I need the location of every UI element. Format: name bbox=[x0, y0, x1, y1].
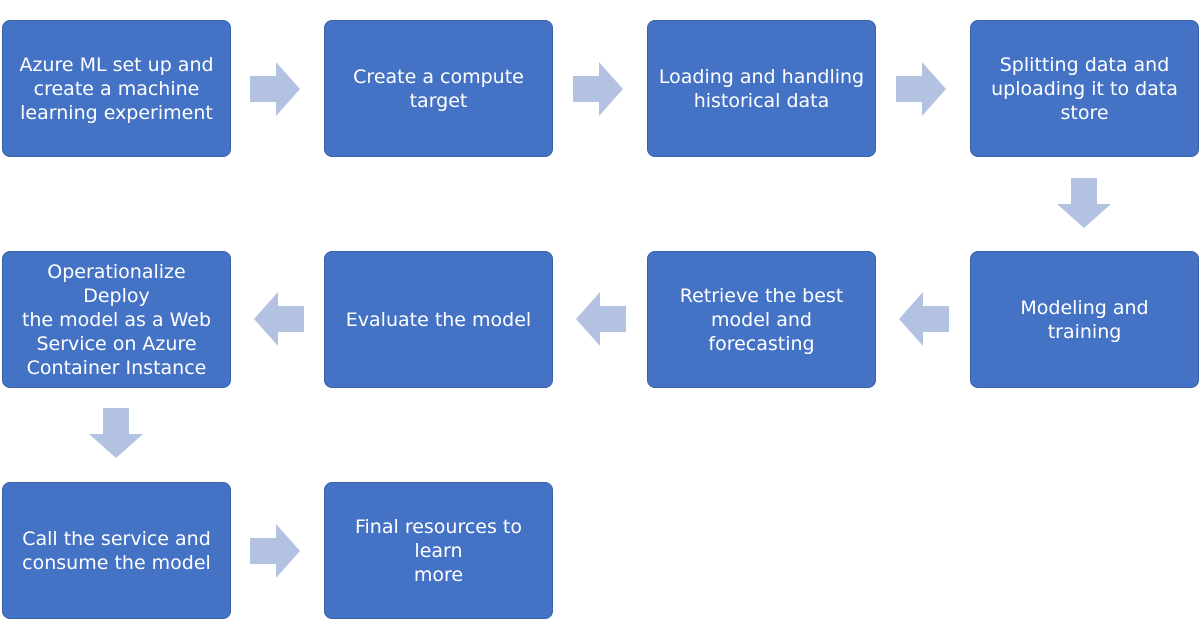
step-7-evaluate-model: Evaluate the model bbox=[324, 251, 553, 388]
step-9-label: Call the service and consume the model bbox=[22, 527, 211, 574]
arrow-right-icon bbox=[250, 524, 300, 578]
step-5-modeling-training: Modeling and training bbox=[970, 251, 1199, 388]
arrow-left-icon bbox=[899, 292, 949, 346]
step-8-label: Operationalize Deploy the model as a Web… bbox=[21, 260, 212, 379]
arrow-down-icon bbox=[89, 408, 143, 458]
arrow-left-icon bbox=[254, 292, 304, 346]
step-2-label: Create a compute target bbox=[353, 65, 524, 112]
step-5-label: Modeling and training bbox=[1020, 296, 1149, 343]
step-3-label: Loading and handling historical data bbox=[658, 65, 865, 112]
step-1-azure-ml-setup: Azure ML set up and create a machine lea… bbox=[2, 20, 231, 157]
step-10-label: Final resources to learn more bbox=[354, 515, 523, 586]
step-1-label: Azure ML set up and create a machine lea… bbox=[19, 53, 214, 124]
step-6-label: Retrieve the best model and forecasting bbox=[679, 284, 844, 355]
arrow-right-icon bbox=[573, 62, 623, 116]
step-7-label: Evaluate the model bbox=[345, 308, 532, 331]
step-3-load-data: Loading and handling historical data bbox=[647, 20, 876, 157]
arrow-down-icon bbox=[1057, 178, 1111, 228]
arrow-left-icon bbox=[576, 292, 626, 346]
step-4-label: Splitting data and uploading it to data … bbox=[991, 53, 1178, 124]
step-10-final-resources: Final resources to learn more bbox=[324, 482, 553, 619]
step-9-call-service: Call the service and consume the model bbox=[2, 482, 231, 619]
step-8-operationalize-deploy: Operationalize Deploy the model as a Web… bbox=[2, 251, 231, 388]
step-6-retrieve-best-model: Retrieve the best model and forecasting bbox=[647, 251, 876, 388]
step-2-compute-target: Create a compute target bbox=[324, 20, 553, 157]
arrow-right-icon bbox=[250, 62, 300, 116]
arrow-right-icon bbox=[896, 62, 946, 116]
step-4-split-upload: Splitting data and uploading it to data … bbox=[970, 20, 1199, 157]
